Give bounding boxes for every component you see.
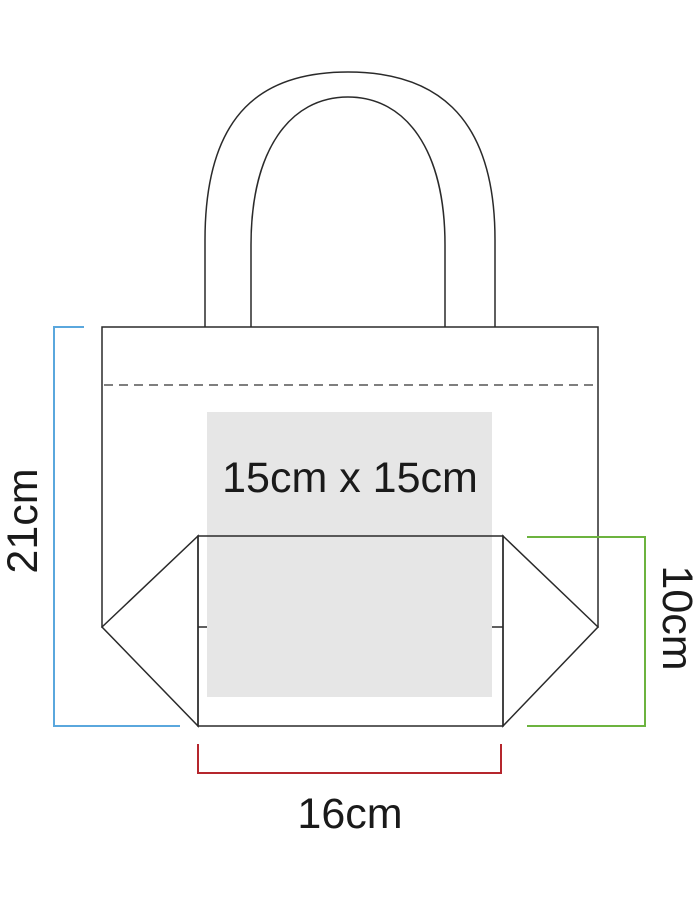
bag-gusset <box>100 534 600 728</box>
print-area-label: 15cm x 15cm <box>222 454 478 502</box>
bag-handles <box>204 71 496 327</box>
handle-outer <box>204 71 496 327</box>
gusset-dimension-bracket <box>527 536 646 727</box>
gusset-dimension: 10cm <box>527 536 700 727</box>
width-dimension-bracket <box>197 744 502 774</box>
height-label: 21cm <box>0 468 47 573</box>
gusset-base-panel <box>197 535 504 727</box>
print-area-lower <box>207 537 492 697</box>
gusset-label: 10cm <box>653 565 700 670</box>
handle-inner <box>250 96 446 327</box>
width-dimension: 16cm <box>197 744 502 838</box>
width-label: 16cm <box>297 790 402 838</box>
height-dimension-bracket <box>53 326 180 727</box>
height-dimension: 21cm <box>0 326 180 727</box>
